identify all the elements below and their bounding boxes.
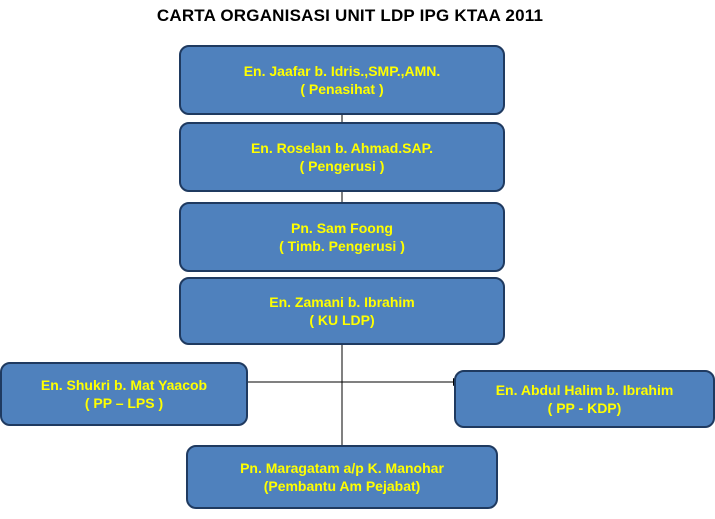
node-name: En. Jaafar b. Idris.,SMP.,AMN. <box>243 63 441 79</box>
node-pembantu-am-pejabat: Pn. Maragatam a/p K. Manohar (Pembantu A… <box>186 445 498 509</box>
node-role: ( KU LDP) <box>309 312 375 328</box>
node-role: ( Penasihat ) <box>300 81 384 97</box>
node-role: ( PP - KDP) <box>547 400 622 416</box>
node-pp-kdp: En. Abdul Halim b. Ibrahim ( PP - KDP) <box>454 370 715 428</box>
node-name: En. Abdul Halim b. Ibrahim <box>495 382 674 398</box>
node-pengerusi: En. Roselan b. Ahmad.SAP. ( Pengerusi ) <box>179 122 505 192</box>
node-role: ( PP – LPS ) <box>84 395 164 411</box>
node-role: (Pembantu Am Pejabat) <box>263 478 421 494</box>
node-role: ( Timb. Pengerusi ) <box>279 238 405 254</box>
node-role: ( Pengerusi ) <box>299 158 385 174</box>
node-name: En. Roselan b. Ahmad.SAP. <box>250 140 434 156</box>
node-timb-pengerusi: Pn. Sam Foong ( Timb. Pengerusi ) <box>179 202 505 272</box>
node-penasihat: En. Jaafar b. Idris.,SMP.,AMN. ( Penasih… <box>179 45 505 115</box>
chart-title: CARTA ORGANISASI UNIT LDP IPG KTAA 2011 <box>156 6 544 25</box>
node-name: Pn. Sam Foong <box>291 220 393 236</box>
node-name: En. Zamani b. Ibrahim <box>269 294 415 310</box>
node-ku-ldp: En. Zamani b. Ibrahim ( KU LDP) <box>179 277 505 345</box>
node-name: Pn. Maragatam a/p K. Manohar <box>240 460 444 476</box>
node-name: En. Shukri b. Mat Yaacob <box>40 377 208 393</box>
node-pp-lps: En. Shukri b. Mat Yaacob ( PP – LPS ) <box>0 362 248 426</box>
